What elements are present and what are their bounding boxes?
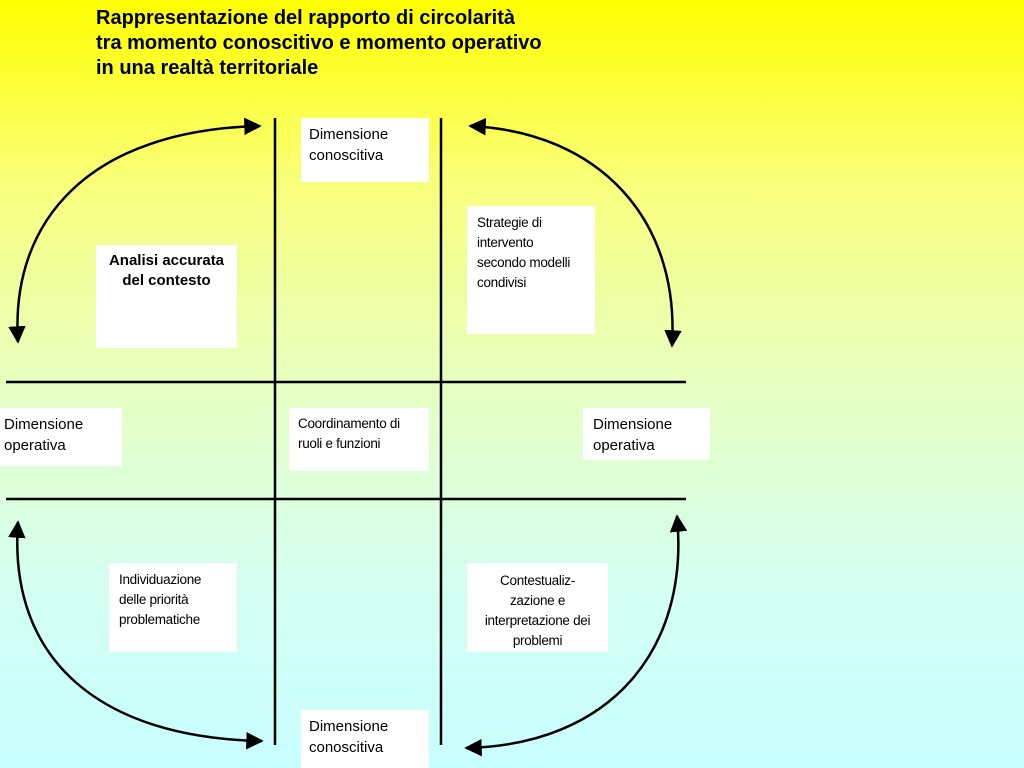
bottom-right-label: Contestualiz-zazione e interpretazione d…	[484, 573, 591, 648]
box-bottom-dimension: Dimensione conoscitiva	[301, 710, 429, 768]
title-line-3: in una realtà territoriale	[96, 57, 319, 79]
right-dimension-label: Dimensione operativa	[593, 416, 673, 454]
box-top-right: Strategie di intervento secondo modelli …	[467, 206, 595, 334]
box-left-dimension: Dimensione operativa	[0, 408, 122, 466]
left-dimension-label: Dimensione operativa	[4, 416, 84, 454]
bottom-left-label: Individuazione delle priorità problemati…	[119, 572, 202, 627]
arrow-arc-top-right	[468, 117, 682, 348]
box-bottom-left: Individuazione delle priorità problemati…	[109, 563, 237, 652]
top-right-label: Strategie di intervento secondo modelli …	[477, 215, 571, 290]
arrow-arc-top-left	[8, 117, 262, 344]
box-right-dimension: Dimensione operativa	[583, 408, 710, 460]
box-top-left: Analisi accurata del contesto	[96, 245, 237, 348]
top-dimension-label: Dimensione conoscitiva	[309, 126, 389, 164]
arrow-arc-bottom-right	[464, 514, 688, 757]
diagram-title: Rappresentazione del rapporto di circola…	[96, 6, 656, 81]
bottom-dimension-label: Dimensione conoscitiva	[309, 718, 389, 756]
title-line-2: tra momento conoscitivo e momento operat…	[96, 32, 542, 54]
top-left-label: Analisi accurata del contesto	[108, 252, 225, 289]
title-line-1: Rappresentazione del rapporto di circola…	[96, 7, 515, 29]
box-bottom-right: Contestualiz-zazione e interpretazione d…	[467, 563, 608, 652]
arrow-arc-bottom-left	[8, 520, 264, 750]
box-top-dimension: Dimensione conoscitiva	[301, 118, 429, 182]
box-center: Coordinamento di ruoli e funzioni	[289, 408, 429, 471]
center-label: Coordinamento di ruoli e funzioni	[298, 416, 400, 451]
